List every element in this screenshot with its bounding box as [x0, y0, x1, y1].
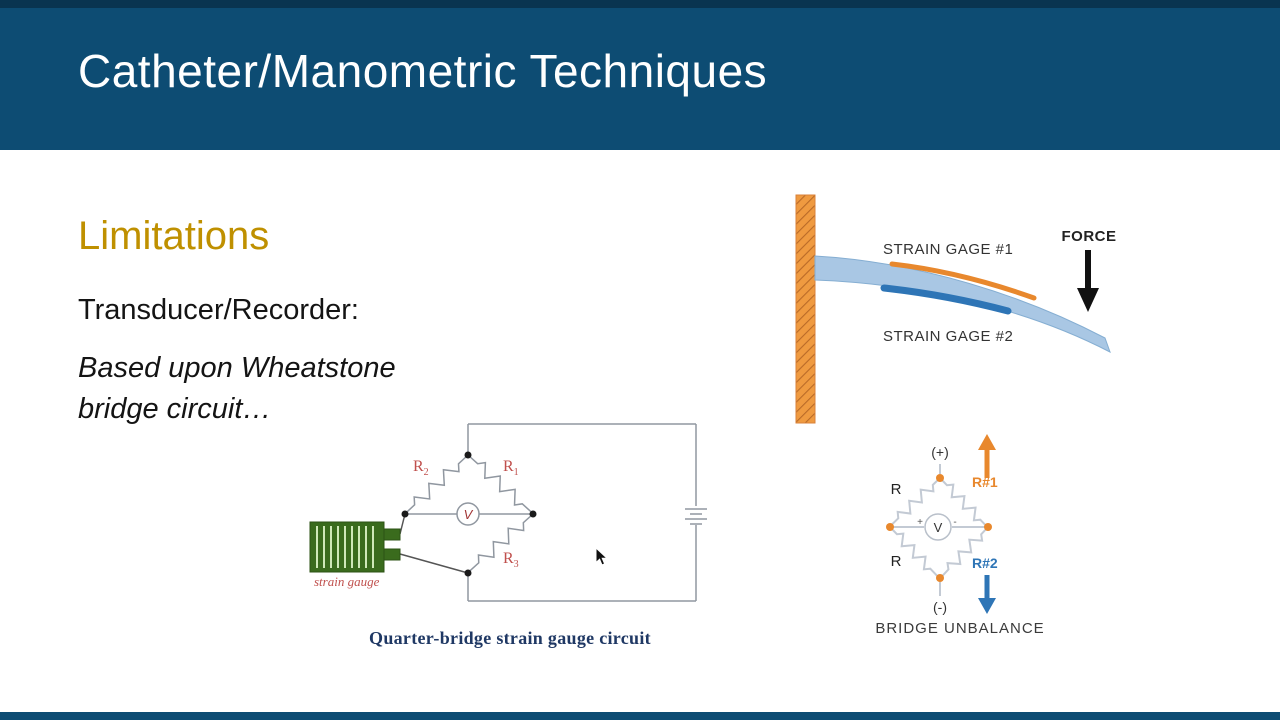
strain-gage-1-strip	[889, 261, 1037, 301]
battery-icon	[685, 508, 707, 525]
strain-gauge-label: strain gauge	[314, 574, 380, 589]
bottom-terminal-label: (-)	[933, 599, 947, 615]
resistor-r2-label: R2	[413, 458, 429, 478]
r2-down-arrow-icon	[978, 575, 996, 614]
header-top-strip	[0, 0, 1280, 8]
resistor-left-top-label: R	[891, 481, 902, 498]
bridge-unbalance-figure: V + - (+) (-) R R R#1 R#2 BRIDGE UNBALAN…	[875, 434, 1044, 637]
unbalance-resistor-tr	[939, 477, 988, 528]
body-line-2: bridge circuit…	[78, 393, 272, 425]
fixed-wall-graphic	[795, 194, 816, 424]
resistor-r2-label: R#2	[972, 555, 998, 571]
mouse-cursor	[595, 547, 609, 566]
circuit-caption: Quarter-bridge strain gauge circuit	[369, 628, 651, 648]
strain-gauge-graphic: strain gauge	[309, 513, 469, 589]
resistor-r3-zigzag	[468, 513, 534, 573]
polarity-plus-sign: +	[917, 517, 923, 528]
unbalance-voltmeter-label: V	[934, 520, 943, 535]
voltmeter-label: V	[464, 507, 474, 522]
transducer-subheading: Transducer/Recorder:	[78, 294, 359, 326]
resistor-r3-label: R3	[503, 550, 519, 570]
force-label: FORCE	[1062, 228, 1117, 245]
circuit-wires	[404, 423, 707, 602]
slide-header-bar: Catheter/Manometric Techniques	[0, 0, 1280, 150]
wheatstone-circuit-figure: strain gauge V R2 R1 R3	[309, 423, 707, 602]
resistor-r1-zigzag	[467, 454, 533, 514]
unbalance-resistor-br	[940, 526, 989, 578]
limitations-heading: Limitations	[78, 214, 270, 258]
resistor-r2-zigzag	[404, 454, 469, 515]
body-line-1: Based upon Wheatstone	[78, 352, 396, 384]
unbalance-resistor-tl	[890, 477, 941, 526]
slide-footer-bar	[0, 712, 1280, 720]
bridge-unbalance-caption: BRIDGE UNBALANCE	[875, 620, 1044, 637]
strain-gage-1-label: STRAIN GAGE #1	[883, 241, 1013, 258]
body-text: Based upon Wheatstone bridge circuit…	[78, 348, 396, 430]
slide-title: Catheter/Manometric Techniques	[78, 45, 768, 97]
unbalance-wires	[889, 464, 989, 596]
resistor-left-bottom-label: R	[891, 553, 902, 570]
circuit-nodes	[401, 451, 537, 577]
r1-up-arrow-icon	[978, 434, 996, 478]
force-arrow-icon	[1077, 250, 1099, 312]
strain-gage-2-strip	[880, 284, 1012, 315]
unbalance-resistor-bl	[889, 526, 938, 577]
voltmeter: V	[456, 502, 480, 526]
unbalance-voltmeter: V + -	[917, 513, 957, 541]
strain-gage-2-label: STRAIN GAGE #2	[883, 328, 1013, 345]
beam-figure: STRAIN GAGE #1 STRAIN GAGE #2 FORCE	[795, 194, 1117, 424]
unbalance-nodes	[886, 474, 992, 582]
resistor-r1-label: R1	[503, 458, 519, 478]
top-terminal-label: (+)	[931, 444, 949, 460]
polarity-minus-sign: -	[953, 517, 956, 528]
resistor-r1-label: R#1	[972, 474, 998, 490]
